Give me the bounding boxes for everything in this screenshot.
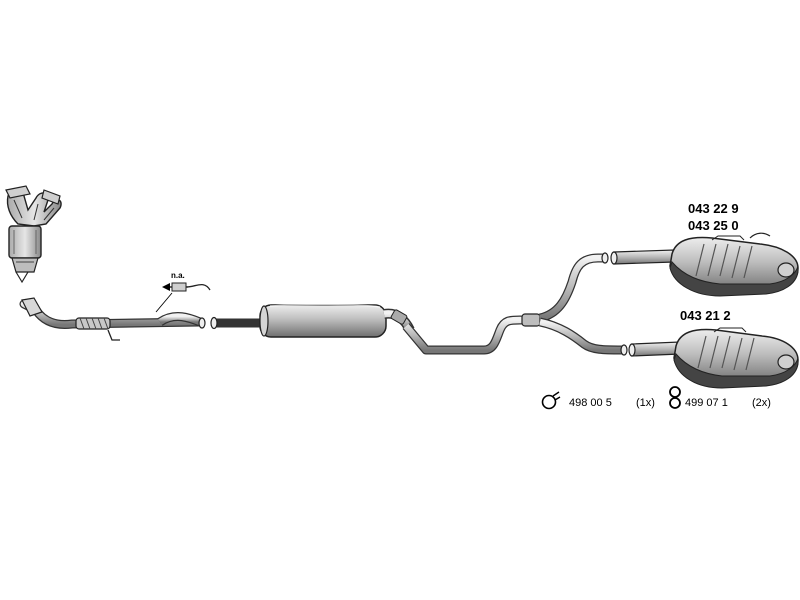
part-number-lower: 043 21 2 bbox=[680, 308, 731, 323]
accessory-clamp[interactable]: 498 00 5 (1x) bbox=[541, 391, 655, 410]
rear-muffler-upper[interactable] bbox=[610, 232, 799, 297]
accessory-part-number: 499 07 1 bbox=[685, 397, 728, 409]
accessory-quantity: (1x) bbox=[636, 397, 655, 409]
exhaust-manifold-catalytic-converter[interactable] bbox=[5, 185, 62, 284]
accessory-quantity: (2x) bbox=[752, 397, 771, 409]
lambda-sensor[interactable]: n.a. bbox=[155, 271, 211, 313]
y-pipe-splitter[interactable] bbox=[521, 252, 628, 356]
sensor-note-label: n.a. bbox=[171, 271, 185, 280]
front-pipe[interactable] bbox=[19, 297, 206, 341]
part-number-upper-1: 043 22 9 bbox=[688, 201, 739, 216]
rubber-hanger-icon bbox=[669, 386, 681, 409]
flex-pipe-section bbox=[75, 317, 111, 330]
part-number-upper-2: 043 25 0 bbox=[688, 218, 739, 233]
accessory-part-number: 498 00 5 bbox=[569, 397, 612, 409]
accessory-rubber-hanger[interactable]: 499 07 1 (2x) bbox=[669, 386, 771, 409]
rear-muffler-lower[interactable] bbox=[628, 327, 799, 389]
center-muffler[interactable] bbox=[210, 303, 540, 355]
clamp-icon bbox=[541, 391, 561, 410]
